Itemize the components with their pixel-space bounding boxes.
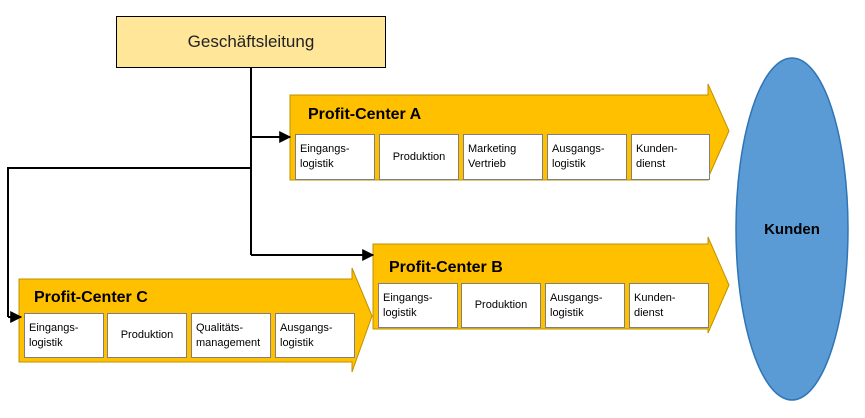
- pc-a-activity-marketing-sales: Marketing Vertrieb: [463, 134, 543, 180]
- pc-a-activity-outbound-logistics: Ausgangs- logistik: [547, 134, 627, 180]
- pc-b-activity-production: Produktion: [461, 283, 541, 328]
- pc-c-activity-inbound-logistics: Eingangs- logistik: [24, 313, 104, 358]
- customers-ellipse: [735, 57, 849, 401]
- pc-c-activity-quality-management: Qualitäts- management: [191, 313, 271, 358]
- customers-label-wrap: Kunden: [736, 58, 848, 400]
- profit-center-a-title: Profit-Center A: [308, 106, 422, 123]
- pc-b-activity-customer-service: Kunden- dienst: [629, 283, 709, 328]
- connector-lines: [7, 68, 375, 323]
- pc-a-activity-production: Produktion: [379, 134, 459, 180]
- customers-label: Kunden: [764, 220, 820, 238]
- pc-a-activity-customer-service: Kunden- dienst: [631, 134, 710, 180]
- pc-c-activity-outbound-logistics: Ausgangs- logistik: [275, 313, 355, 358]
- pc-b-activity-outbound-logistics: Ausgangs- logistik: [545, 283, 625, 328]
- pc-b-activity-inbound-logistics: Eingangs- logistik: [378, 283, 458, 328]
- profit-center-c-title: Profit-Center C: [34, 289, 148, 306]
- pc-a-activity-inbound-logistics: Eingangs- logistik: [295, 134, 375, 180]
- pc-c-activity-production: Produktion: [107, 313, 187, 358]
- management-label: Geschäftsleitung: [187, 32, 315, 51]
- profit-center-b-title: Profit-Center B: [389, 259, 503, 276]
- management-box: Geschäftsleitung: [116, 16, 386, 68]
